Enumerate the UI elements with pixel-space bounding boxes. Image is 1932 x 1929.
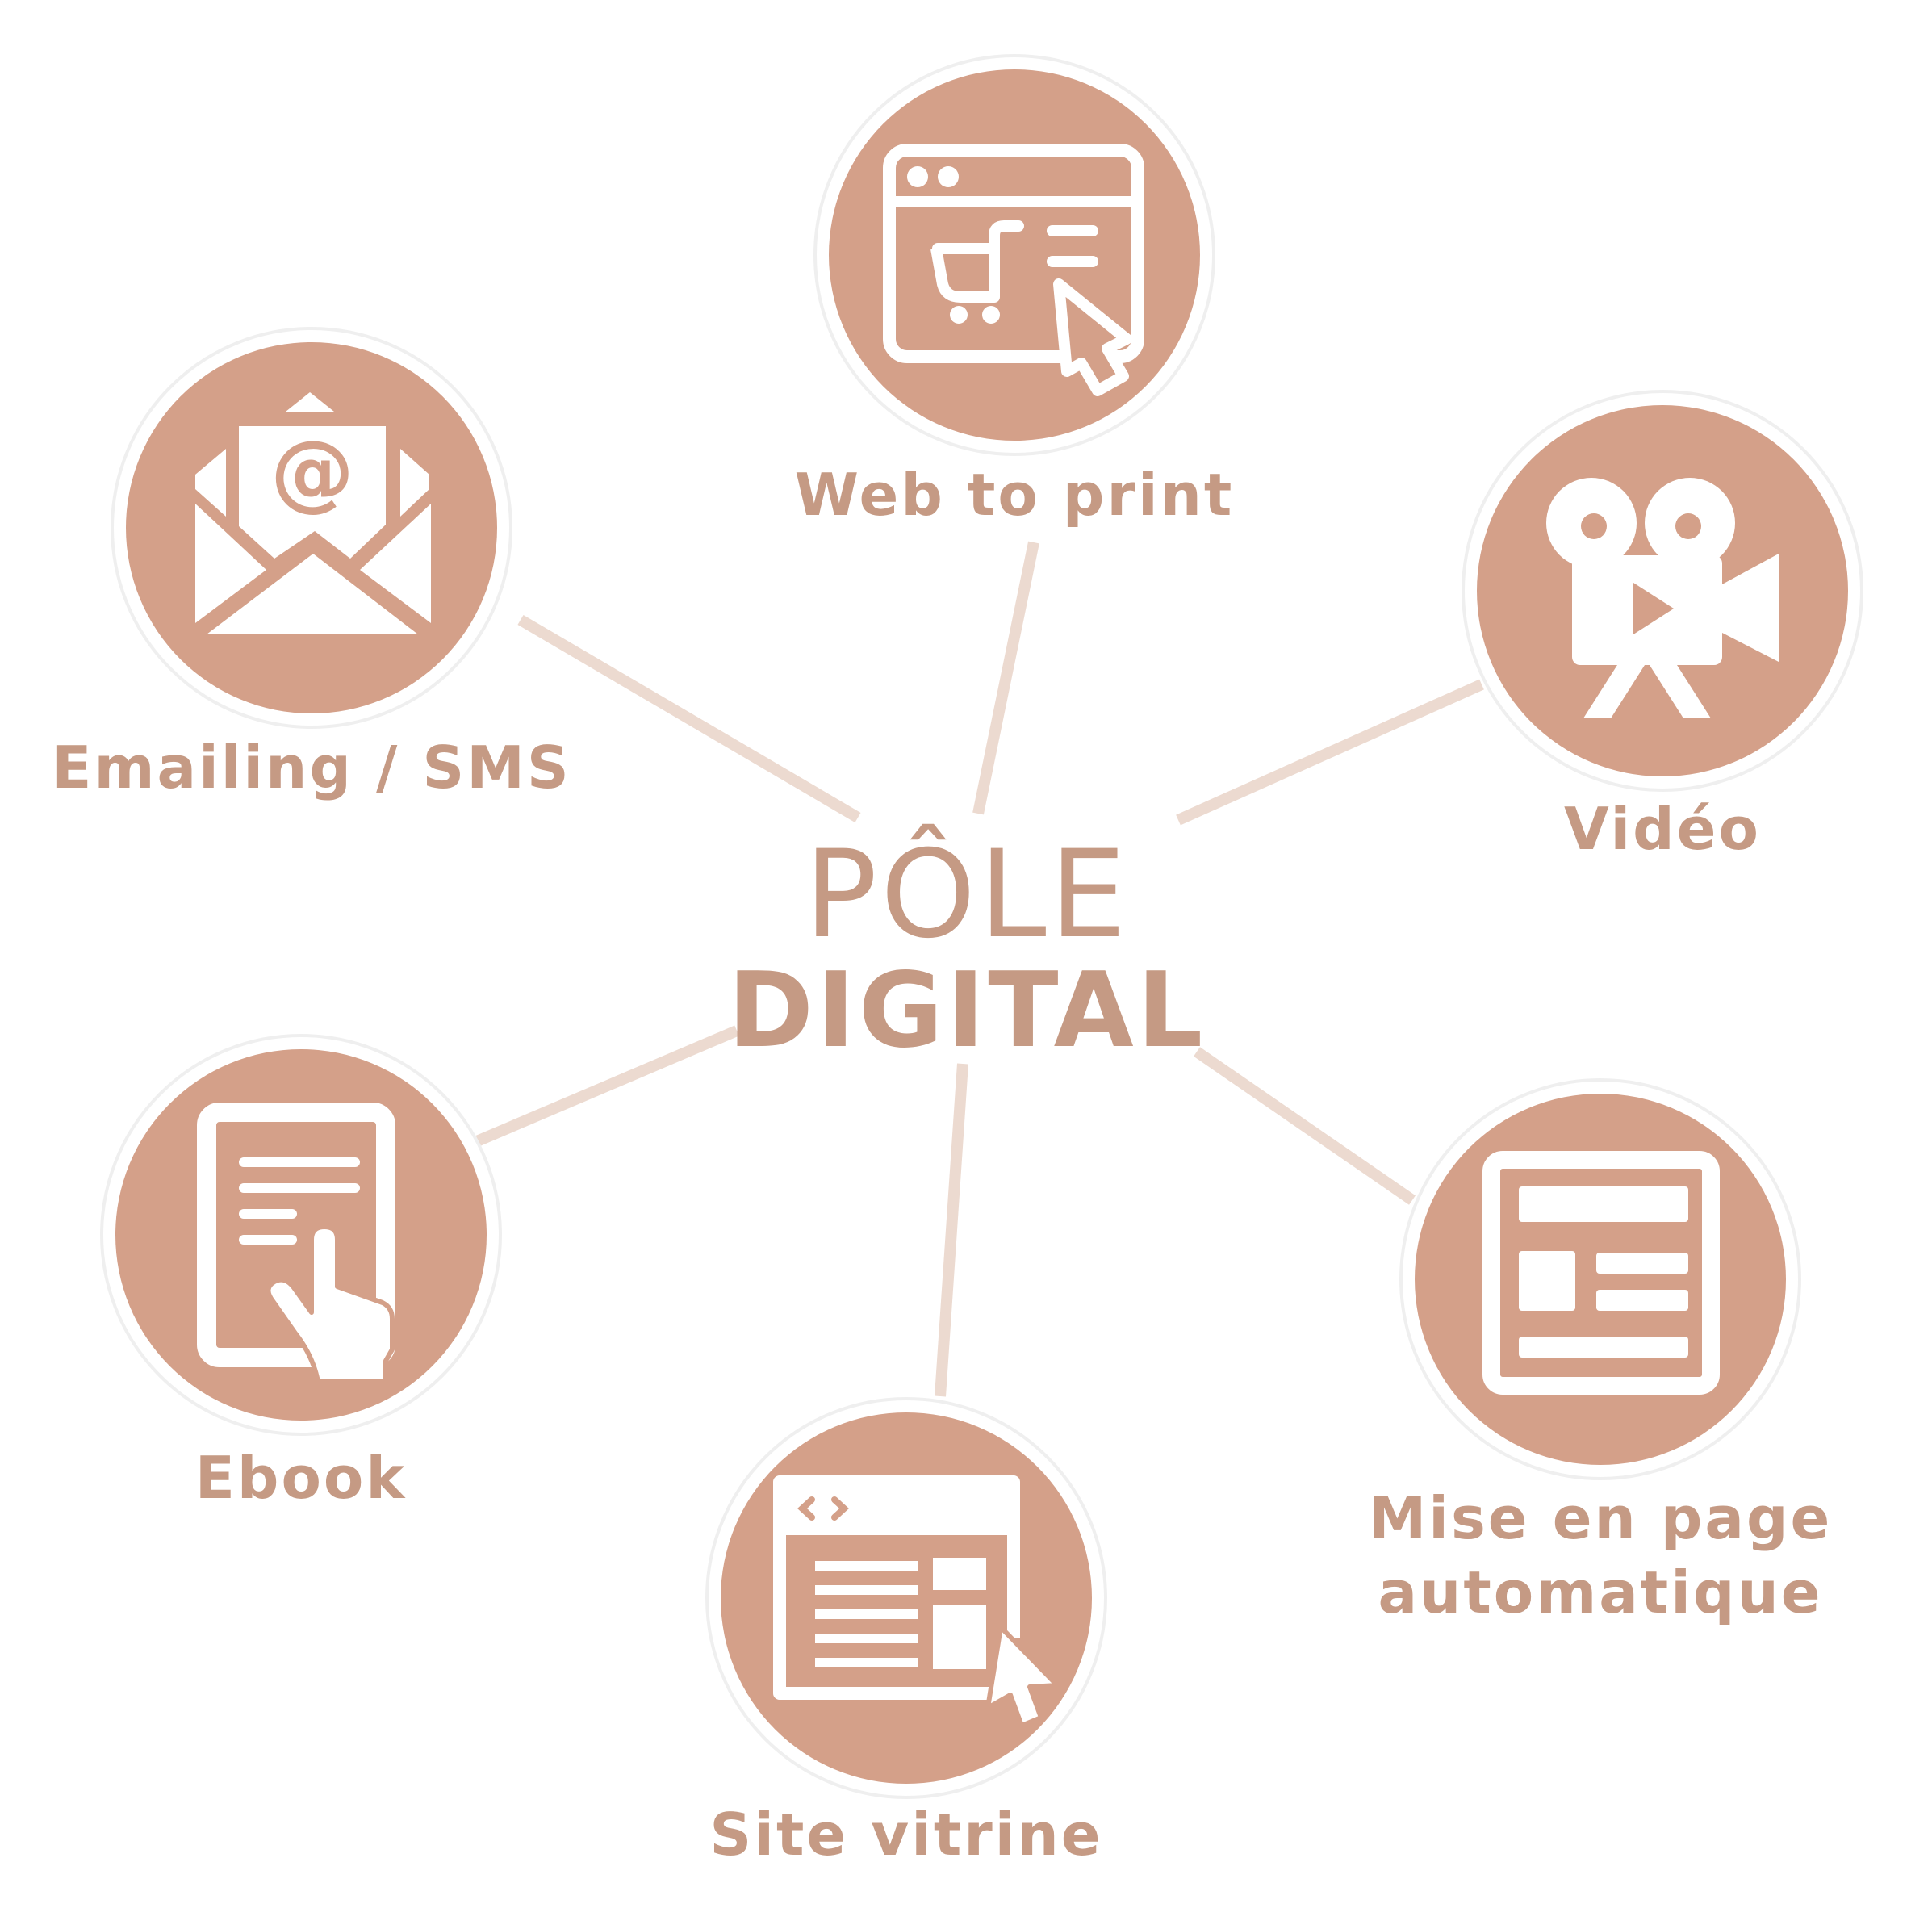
node-label-mise-en-page-line2: automatique xyxy=(1378,1559,1822,1626)
node-site-vitrine[interactable]: Site vitrine xyxy=(705,1397,1107,1868)
connector-mise-en-page xyxy=(1194,1047,1416,1205)
connector-site-vitrine xyxy=(935,1063,968,1397)
center-title-line1: PÔLE xyxy=(805,823,1130,965)
website-cursor-icon xyxy=(773,1475,1060,1728)
center-title: PÔLE DIGITAL xyxy=(728,823,1206,1071)
node-emailing[interactable]: @ Emailing / SMS xyxy=(52,327,571,801)
node-label-site-vitrine: Site vitrine xyxy=(709,1801,1102,1868)
connectors xyxy=(475,541,1484,1397)
node-label-ebook: Ebook xyxy=(195,1444,408,1512)
node-label-web-to-print: Web to print xyxy=(795,461,1235,529)
svg-text:@: @ xyxy=(270,422,354,521)
node-ebook[interactable]: Ebook xyxy=(100,1034,502,1512)
email-at-icon: @ xyxy=(195,392,431,634)
page-layout-icon xyxy=(1482,1151,1720,1395)
movie-camera-icon xyxy=(1546,478,1779,718)
browser-cart-cursor-icon xyxy=(883,144,1144,396)
node-circle xyxy=(1415,1094,1786,1465)
connector-emailing xyxy=(517,614,861,823)
node-video[interactable]: Vidéo xyxy=(1462,390,1863,863)
node-label-emailing: Emailing / SMS xyxy=(52,734,571,801)
node-mise-en-page[interactable]: Mise en page automatique xyxy=(1369,1078,1833,1626)
node-label-mise-en-page-line1: Mise en page xyxy=(1369,1484,1833,1552)
node-web-to-print[interactable]: Web to print xyxy=(795,54,1235,529)
connector-video xyxy=(1176,679,1484,826)
node-label-video: Vidéo xyxy=(1564,795,1761,863)
connector-ebook xyxy=(475,1025,739,1147)
center-title-line2: DIGITAL xyxy=(728,951,1206,1071)
tablet-touch-icon xyxy=(197,1103,395,1384)
connector-web-to-print xyxy=(972,541,1039,815)
